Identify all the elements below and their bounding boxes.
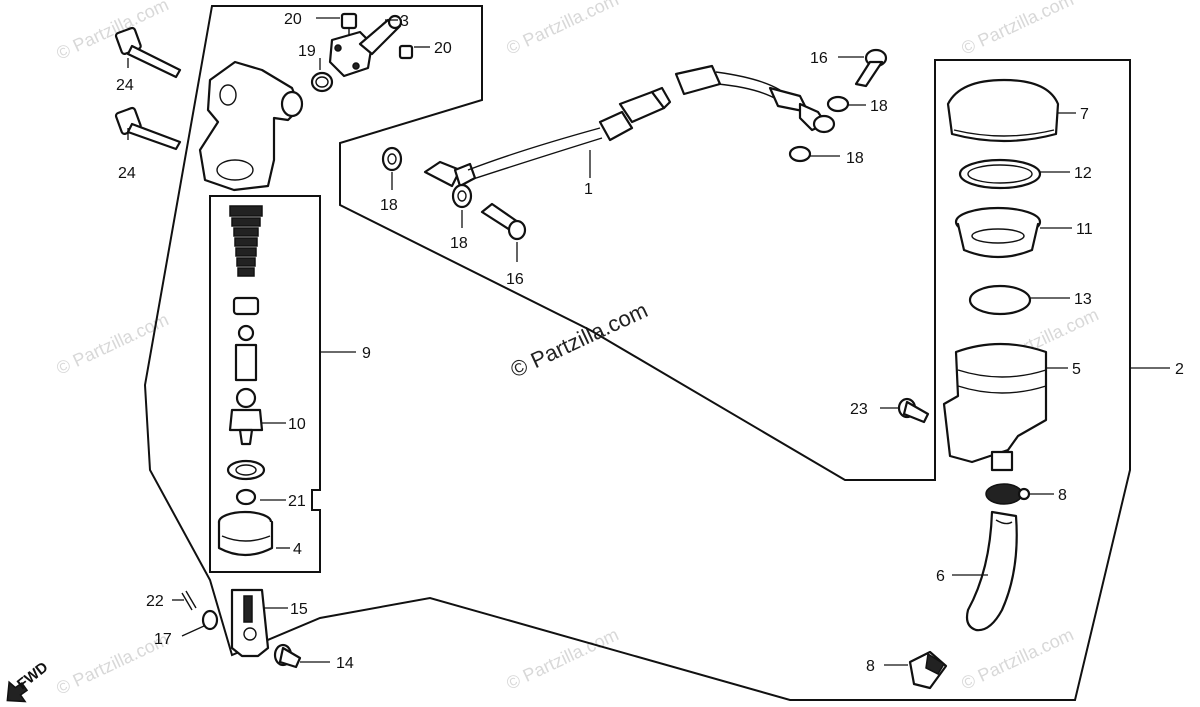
- seal: [226, 459, 266, 481]
- assembly-outline: [143, 5, 1131, 701]
- callout-3: 3: [400, 13, 409, 30]
- screw-23: [897, 397, 930, 424]
- washer-18-b: [451, 183, 473, 209]
- washer-17: [201, 609, 219, 631]
- callout-15: 15: [290, 601, 308, 618]
- ring-13: [968, 284, 1032, 316]
- callout-24: 24: [118, 165, 136, 182]
- bolt-24-lower: [114, 106, 182, 151]
- pin-14: [273, 643, 302, 669]
- callout-18: 18: [846, 150, 864, 167]
- callout-labels: 20 3 20 19 24 24 9 10 21 4 15 22 17 14 1…: [116, 11, 1184, 675]
- o-ring-19: [310, 71, 334, 93]
- clamp-8-lower: [908, 650, 948, 690]
- fwd-arrow-icon: [6, 680, 29, 703]
- washer-18-d: [788, 145, 812, 163]
- center-watermark: © Partzilla.com: [507, 297, 652, 382]
- callout-13: 13: [1074, 291, 1092, 308]
- leader-lines: [127, 17, 1170, 666]
- callout-19: 19: [298, 43, 316, 60]
- watermark: © Partzilla.com: [958, 624, 1076, 693]
- callout-9: 9: [362, 345, 371, 362]
- fwd-label: FWD: [14, 659, 52, 694]
- reservoir-5: [942, 342, 1048, 472]
- callout-11: 11: [1076, 221, 1093, 238]
- screw-20-right: [398, 44, 414, 60]
- callout-16: 16: [506, 271, 524, 288]
- callout-23: 23: [850, 401, 868, 418]
- callout-7: 7: [1080, 106, 1089, 123]
- callout-5: 5: [1072, 361, 1081, 378]
- piston-10: [228, 387, 264, 446]
- callout-16: 16: [810, 50, 828, 67]
- diaphragm-11: [954, 206, 1042, 259]
- callout-18: 18: [450, 235, 468, 252]
- plate-12: [958, 158, 1042, 190]
- callout-8: 8: [866, 658, 875, 675]
- callout-22: 22: [146, 593, 164, 610]
- bolt-16-upper: [854, 48, 888, 88]
- callout-4: 4: [293, 541, 302, 558]
- watermark: © Partzilla.com: [53, 309, 171, 378]
- callout-10: 10: [288, 416, 306, 433]
- primary-cup: [232, 296, 260, 316]
- callout-24: 24: [116, 77, 134, 94]
- spring: [229, 205, 263, 277]
- master-cylinder-body: [198, 60, 304, 192]
- bolt-24-upper: [114, 26, 182, 79]
- callout-12: 12: [1074, 165, 1092, 182]
- brake-hose-1: [423, 64, 836, 188]
- bolt-16-lower: [480, 202, 527, 241]
- watermark: © Partzilla.com: [503, 0, 621, 59]
- clamp-8-upper: [985, 483, 1031, 505]
- callout-2: 2: [1175, 361, 1184, 378]
- callout-8: 8: [1058, 487, 1067, 504]
- washer-21: [235, 488, 257, 506]
- watermark: © Partzilla.com: [958, 0, 1076, 59]
- callout-14: 14: [336, 655, 354, 672]
- callout-1: 1: [584, 181, 593, 198]
- washer-18-a: [381, 146, 403, 172]
- hose-6: [965, 510, 1018, 632]
- piston-kit-outline: [209, 195, 321, 573]
- joint-3: [328, 14, 403, 78]
- washer-18-c: [826, 95, 850, 113]
- piston-upper: [234, 324, 258, 382]
- callout-20: 20: [434, 40, 452, 57]
- callout-20: 20: [284, 11, 302, 28]
- callout-18: 18: [870, 98, 888, 115]
- reservoir-cap-7: [946, 78, 1060, 143]
- clevis-15: [230, 588, 270, 658]
- callout-21: 21: [288, 493, 306, 510]
- callout-18: 18: [380, 197, 398, 214]
- watermark: © Partzilla.com: [53, 0, 171, 64]
- screw-20-top: [340, 12, 358, 36]
- callout-6: 6: [936, 568, 945, 585]
- boot-4: [217, 510, 274, 557]
- cotter-pin-22: [181, 590, 197, 611]
- callout-17: 17: [154, 631, 172, 648]
